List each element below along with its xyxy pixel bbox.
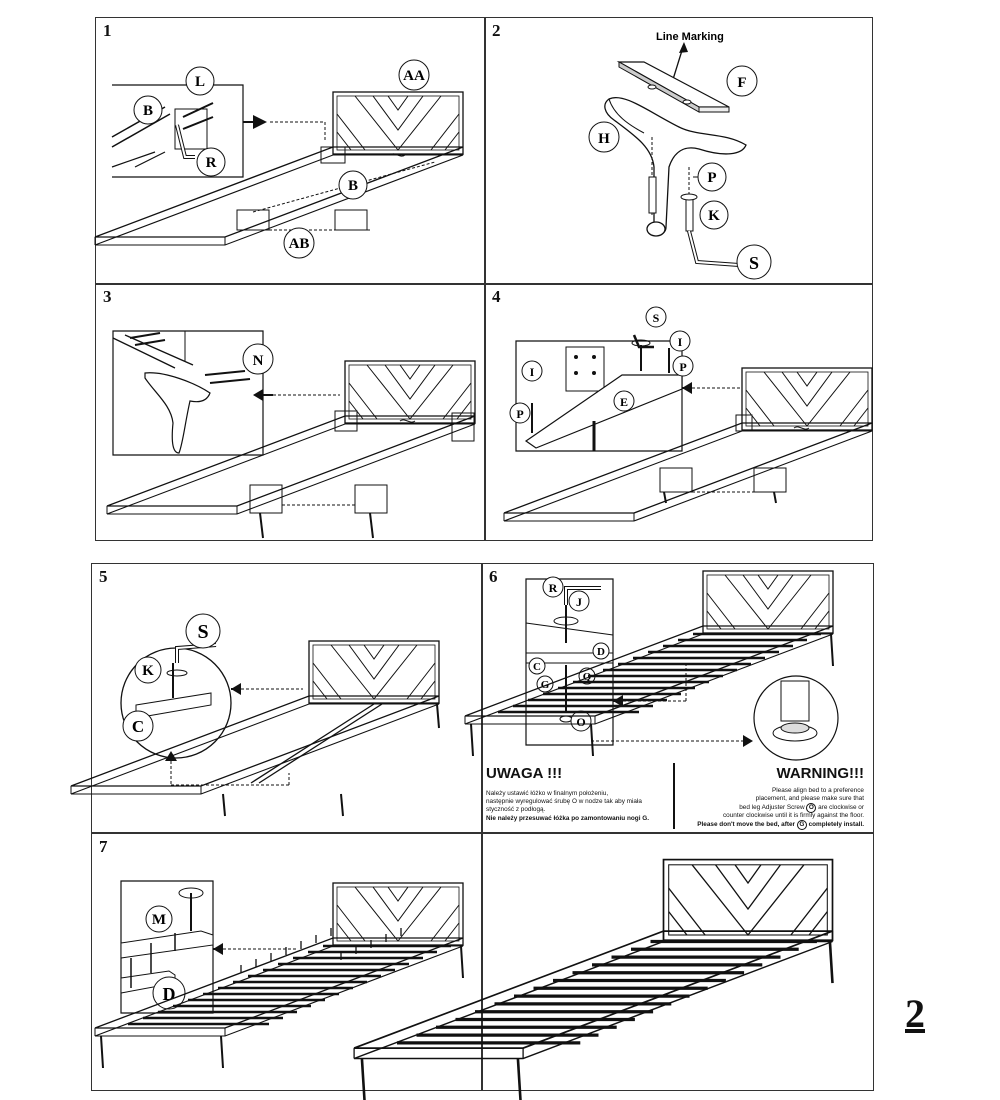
warning-separator (673, 763, 675, 829)
step-7-panel: 7 M D (91, 833, 481, 1091)
warning-en-section: WARNING!!! Please align bed to a prefere… (675, 757, 868, 832)
warning-en-line5-end: completely install. (808, 821, 864, 828)
warning-en-line5-start: Please don't move the bed, after (697, 821, 796, 828)
step-1-panel: 1 AA B L R B (94, 17, 484, 283)
label-aa: AA (403, 68, 425, 84)
warning-en-line3: bed leg Adjuster Screw O are clockwise o… (739, 803, 864, 813)
upper-grid-vdivider (484, 17, 486, 541)
warning-pl-section: UWAGA !!! Należy ustawić łóżko w finalny… (482, 757, 672, 832)
label-o: O (576, 715, 585, 729)
step-2-illustration: Line Marking F H P K S (588, 31, 772, 280)
warning-en-line1: Please align bed to a preference (771, 787, 864, 794)
step-4-illustration: S I P E I P (503, 306, 873, 522)
label-b-inset: B (143, 103, 153, 119)
step-number: 1 (103, 21, 112, 40)
label-k: K (708, 208, 720, 224)
page-number: 2 (905, 991, 925, 1036)
label-i-left: I (530, 365, 535, 379)
warning-en-title: WARNING!!! (776, 765, 864, 782)
warning-en-line2: placement, and please make sure that (755, 795, 864, 802)
step-number: 6 (489, 567, 498, 586)
line-marking-label: Line Marking (656, 31, 724, 43)
step-number: 2 (492, 21, 501, 40)
upper-grid-hdivider (95, 283, 873, 285)
label-ab: AB (289, 236, 310, 252)
warning-en-line5: Please don't move the bed, after G compl… (697, 820, 864, 830)
warning-pl-line2: następnie wyregulować śrubę O w nodze ta… (486, 798, 642, 805)
step-2-panel: 2 Line Marking F H P K S (484, 17, 873, 283)
label-m: M (152, 912, 166, 928)
step-6-illustration: R J C D G Q O (464, 570, 839, 761)
label-q: Q (583, 671, 592, 683)
final-assembled-panel (353, 833, 874, 1100)
step-3-panel: 3 N (95, 283, 484, 541)
label-p: P (707, 170, 716, 186)
label-d: D (163, 984, 176, 1004)
lower-grid-vdivider (481, 563, 483, 1091)
step-number: 3 (103, 287, 112, 306)
step-number: 7 (99, 837, 108, 856)
warning-box: UWAGA !!! Należy ustawić łóżko w finalny… (482, 757, 872, 832)
label-s: S (197, 621, 208, 643)
step-6-panel: 6 R J C D G Q O (464, 563, 874, 832)
label-i-right: I (678, 335, 683, 349)
label-f: F (737, 75, 746, 91)
label-c: C (132, 717, 144, 736)
label-s: S (749, 253, 759, 273)
step-number: 4 (492, 287, 501, 306)
label-l: L (195, 74, 205, 90)
step-1-illustration: AA B L R B AB (94, 59, 464, 259)
warning-pl-line4: Nie należy przesuwać łóżka po zamontowan… (486, 815, 649, 822)
label-s: S (653, 311, 660, 325)
lower-instruction-grid (91, 563, 874, 1091)
label-p-left: P (516, 407, 523, 421)
warning-en-line3-end: are clockwise or (818, 804, 864, 811)
lower-grid-hdivider (91, 832, 874, 834)
label-j: J (576, 595, 582, 609)
label-e: E (620, 395, 628, 409)
step-5-panel: 5 S K C (70, 563, 481, 832)
bed-leg-symbol: G (796, 820, 807, 830)
warning-pl-title: UWAGA !!! (486, 765, 563, 782)
step-5-illustration: S K C (70, 613, 440, 817)
step-7-illustration: M D (94, 880, 464, 1069)
warning-en-line3-start: bed leg Adjuster Screw (739, 804, 805, 811)
label-k: K (142, 663, 154, 679)
assembled-bed-illustration (353, 858, 834, 1100)
label-c: C (533, 661, 541, 673)
step-number: 5 (99, 567, 108, 586)
warning-en-line4: counter clockwise until it is firmly aga… (722, 812, 864, 819)
label-b-frame: B (348, 178, 358, 194)
step-4-panel: 4 S I P E I P (484, 283, 873, 541)
step-3-illustration: N (106, 330, 476, 539)
label-n: N (253, 353, 264, 369)
label-d: D (597, 646, 605, 658)
label-p-right: P (679, 360, 686, 374)
warning-pl-line3: styczność z podłogą. (486, 806, 546, 813)
warning-pl-line1: Należy ustawić łóżko w finalnym położeni… (486, 790, 609, 797)
label-r: R (206, 155, 217, 171)
label-h: H (598, 131, 610, 147)
label-r: R (549, 581, 558, 595)
